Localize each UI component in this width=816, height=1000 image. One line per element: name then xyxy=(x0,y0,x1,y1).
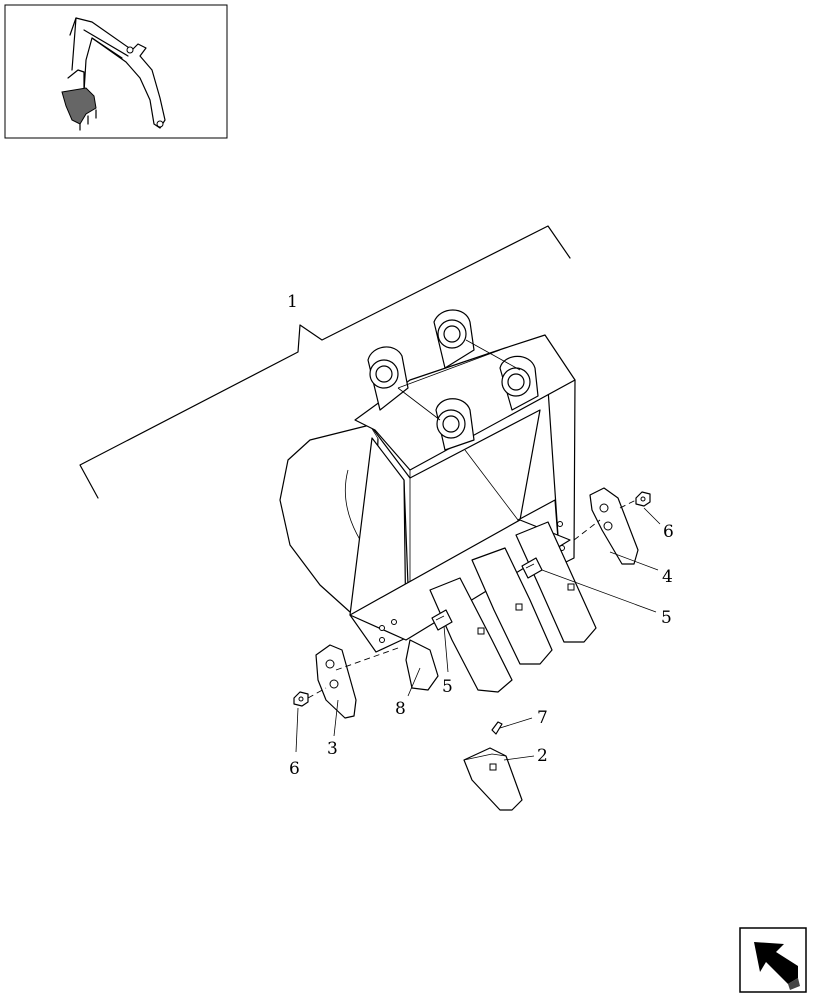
callout-2: 2 xyxy=(537,746,548,766)
tooth-pin xyxy=(491,721,503,735)
callout-6-right: 6 xyxy=(663,522,674,542)
leader-lines xyxy=(295,507,661,761)
bolt-left xyxy=(431,609,453,631)
callout-1: 1 xyxy=(287,292,298,312)
callout-8: 8 xyxy=(395,699,406,719)
nut-left xyxy=(293,687,327,707)
callout-5-right: 5 xyxy=(661,608,672,628)
nut-right xyxy=(619,491,651,509)
thumbnail-locator[interactable] xyxy=(4,4,228,139)
loose-tooth xyxy=(463,747,523,811)
side-cutter-right xyxy=(573,487,639,565)
bucket-teeth xyxy=(405,521,597,693)
assembly-bracket xyxy=(79,225,571,499)
callout-5-left: 5 xyxy=(442,677,453,697)
side-cutter-left xyxy=(315,644,399,719)
mounting-lugs xyxy=(367,309,539,451)
callout-4: 4 xyxy=(662,567,673,587)
callout-labels: 1 2 3 4 5 5 6 6 7 8 xyxy=(287,292,674,779)
callout-3: 3 xyxy=(327,739,338,759)
callout-7: 7 xyxy=(537,708,548,728)
callout-6-left: 6 xyxy=(289,759,300,779)
return-arrow-button[interactable] xyxy=(739,927,807,993)
return-arrow-icon xyxy=(754,942,800,990)
excavator-arm-thumbnail-icon xyxy=(61,17,166,131)
